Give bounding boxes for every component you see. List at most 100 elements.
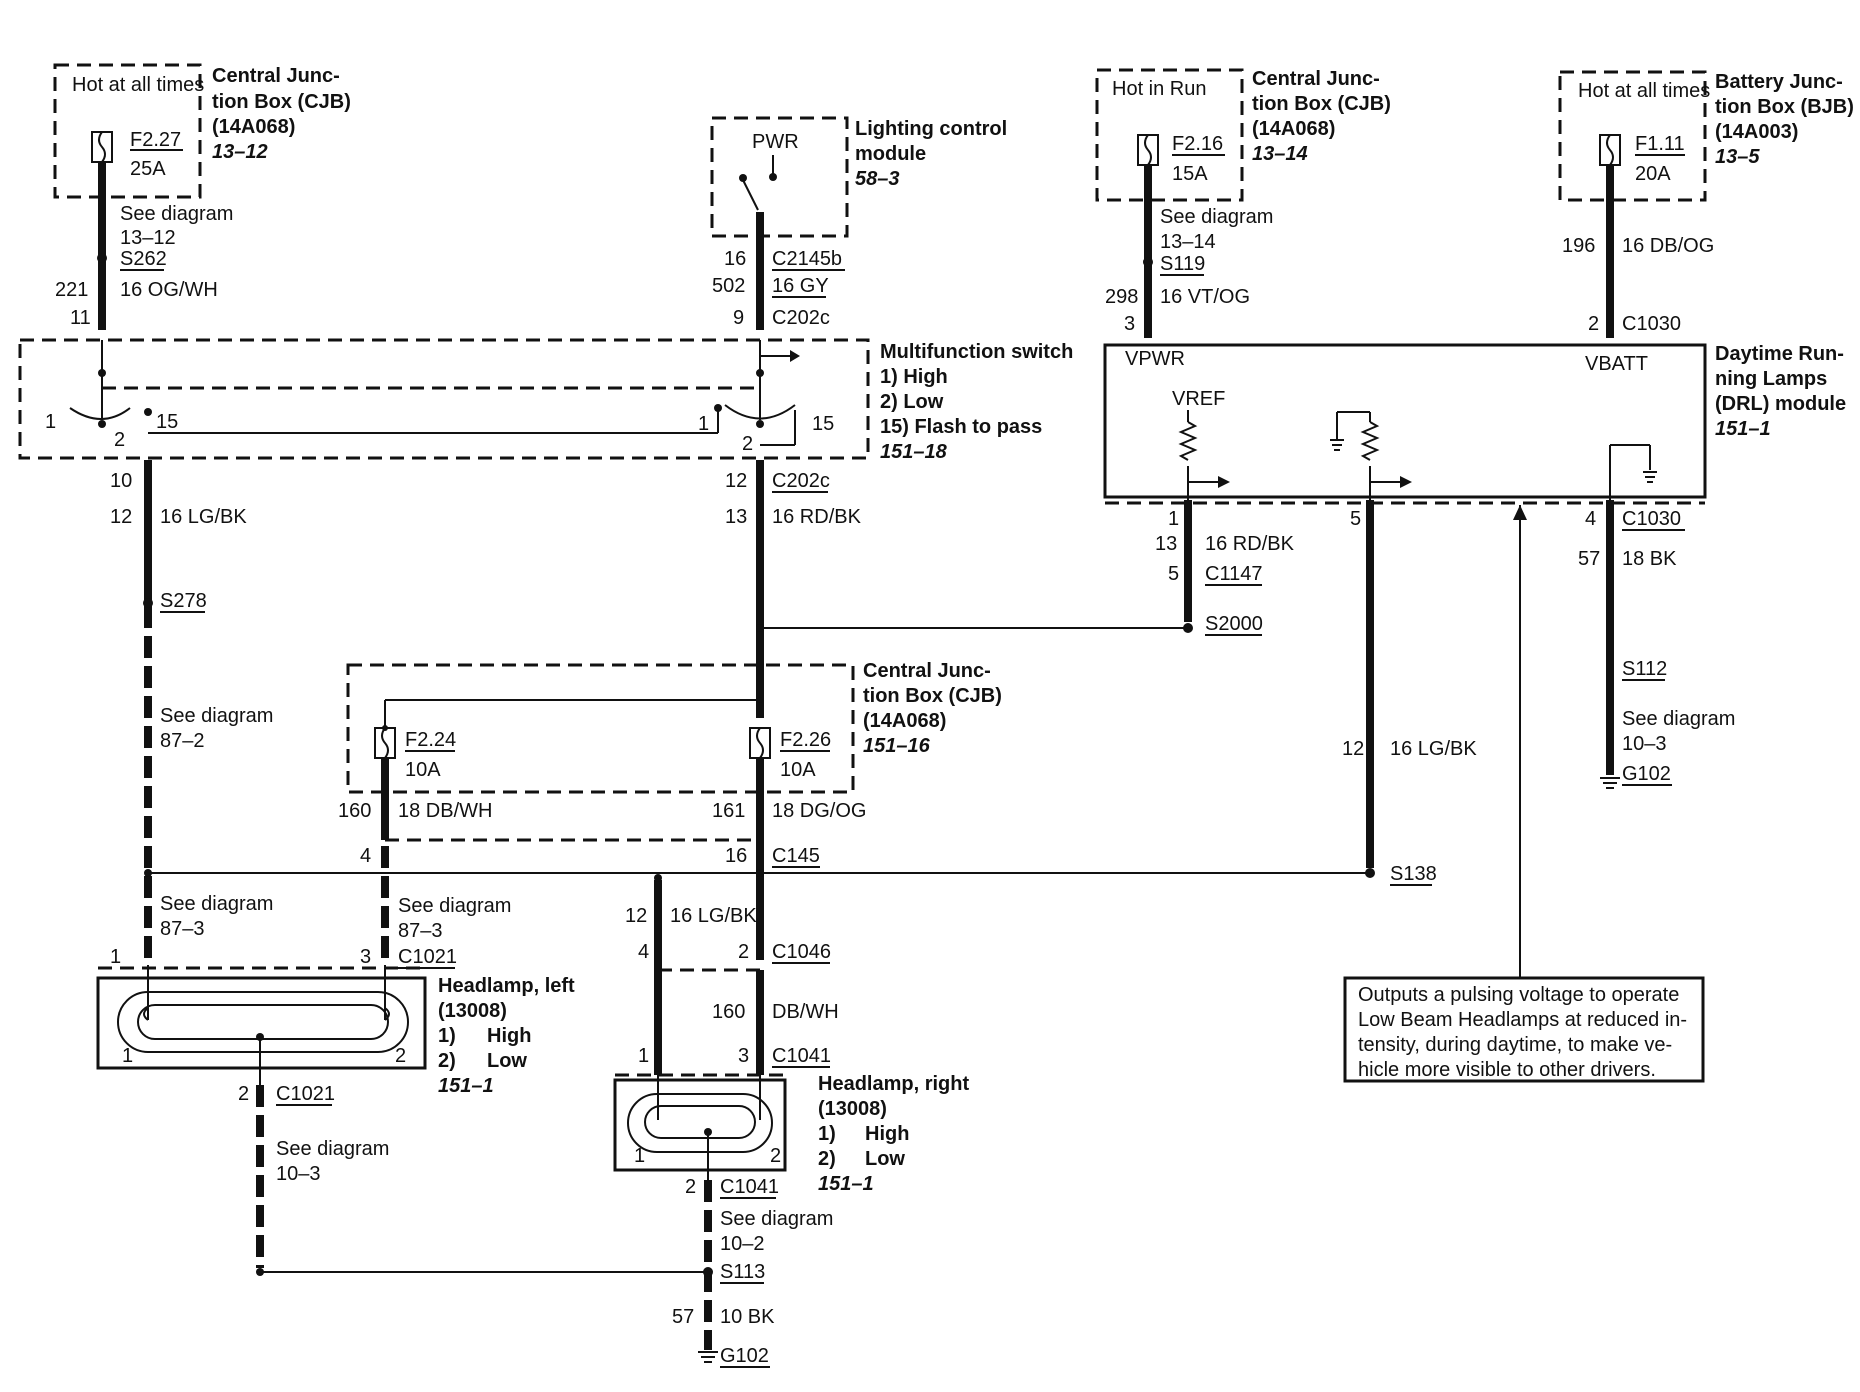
switch-position: 1 [45,411,56,433]
component-ref: 151–16 [863,735,931,757]
note-text: hicle more visible to other drivers. [1358,1059,1656,1081]
component-desc: 1) [438,1025,456,1047]
component-part-number: (14A068) [863,710,946,732]
circuit-number: 161 [712,800,745,822]
pin-number: 1 [110,946,121,968]
resistor-icon [1178,421,1198,461]
circuit-number: 196 [1562,235,1595,257]
splice-dot [1143,257,1153,267]
ground-label: G102 [720,1345,769,1367]
circuit-number: 57 [672,1306,694,1328]
fuse-element-icon [98,131,106,163]
fuse-rating: 15A [1172,163,1208,185]
component-part-number: (13008) [818,1098,887,1120]
pin-number: 2 [770,1145,781,1167]
drl-pin-vref: VREF [1172,388,1225,410]
pin-number: 1 [634,1145,645,1167]
component-name: tion Box (BJB) [1715,96,1854,118]
component-desc: 1) [818,1123,836,1145]
component-name: Headlamp, right [818,1073,969,1095]
connector-label: C1030 [1622,313,1681,335]
splice-dot [97,253,107,263]
component-name: tion Box (CJB) [863,685,1002,707]
circuit-number: 160 [338,800,371,822]
component-desc: High [487,1025,531,1047]
wire-color: 10 BK [720,1306,775,1328]
wire-color: 18 DG/OG [772,800,866,822]
ground-icon [1330,439,1344,451]
cjb-middle-box [346,663,855,794]
circuit-number: 298 [1105,286,1138,308]
pin-number: 2 [238,1083,249,1105]
component-desc: High [865,1123,909,1145]
pin-number: 1 [122,1045,133,1067]
resistor-icon [1360,421,1380,461]
fuse-box-cjb-run [1095,68,1244,202]
pin-number: 16 [724,248,746,270]
pin-number: 2 [395,1045,406,1067]
pin-number: 5 [1168,563,1179,585]
arrow-icon [790,350,800,362]
pin-number: 2 [1588,313,1599,335]
pin-number: 4 [638,941,649,963]
connector-label: C1030 [1622,508,1681,530]
pin-number: 4 [360,845,371,867]
fuse-rating: 25A [130,158,166,180]
pin-number: 3 [1124,313,1135,335]
wire-color: DB/WH [772,1001,839,1023]
wire-color: 16 RD/BK [772,506,862,528]
circuit-number: 502 [712,275,745,297]
lighting-control-module-box [710,116,849,238]
connector-label: C1046 [772,941,831,963]
wire-color: 16 GY [772,275,829,297]
fuse-box-cjb-left [53,63,202,199]
wire-note: 87–3 [160,918,205,940]
pin-number: 1 [1168,508,1179,530]
wire-note: See diagram [276,1138,389,1160]
fuse-id: F1.11 [1635,133,1685,155]
component-name: module [855,143,926,165]
component-name: tion Box (CJB) [212,91,351,113]
wire-color: 16 DB/OG [1622,235,1714,257]
switch-position: 2 [742,433,753,455]
component-ref: 151–1 [818,1173,874,1195]
component-desc: 1) High [880,366,948,388]
wire-color: 16 OG/WH [120,279,218,301]
wire-note: See diagram [1622,708,1735,730]
drl-module-box [1103,343,1707,499]
component-name: ning Lamps [1715,368,1827,390]
component-desc: 2) Low [880,391,944,413]
fuse-id: F2.16 [1172,133,1223,155]
splice-label: S138 [1390,863,1437,885]
component-ref: 13–5 [1715,146,1760,168]
component-name: (DRL) module [1715,393,1846,415]
splice-label: S262 [120,248,167,270]
drl-pin-vbatt: VBATT [1585,353,1648,375]
headlamp-right [613,1078,787,1172]
wire-color: 18 BK [1622,548,1677,570]
fuse-rating: 20A [1635,163,1671,185]
headlamp-left [96,976,427,1070]
connector-label: C145 [772,845,820,867]
connector-label: C1041 [772,1045,831,1067]
component-desc: Low [865,1148,905,1170]
switch-icon [742,179,759,211]
switch-position: 15 [812,413,834,435]
pin-number: 3 [360,946,371,968]
fuse-id: F2.24 [405,729,456,751]
component-desc: Low [487,1050,527,1072]
circuit-number: 221 [55,279,88,301]
fuse-status-label: Hot at all times [1578,80,1710,102]
pin-number: 2 [738,941,749,963]
pin-number: 9 [733,307,744,329]
component-name: Multifunction switch [880,341,1073,363]
wire-note: 10–2 [720,1233,765,1255]
ground-icon [1643,471,1657,483]
component-name: Central Junc- [1252,68,1380,90]
component-name: Headlamp, left [438,975,575,997]
component-part-number: (13008) [438,1000,507,1022]
note-text: tensity, during daytime, to make ve- [1358,1034,1672,1056]
component-ref: 151–1 [438,1075,494,1097]
component-ref: 151–1 [1715,418,1771,440]
pin-number: 4 [1585,508,1596,530]
